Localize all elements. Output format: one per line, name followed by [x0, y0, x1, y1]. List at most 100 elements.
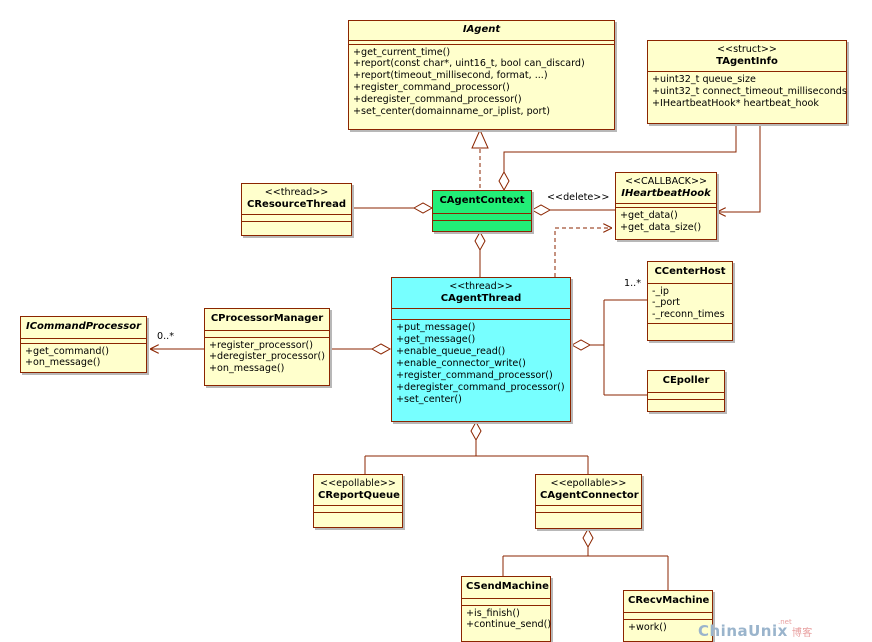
delete-label: <<delete>> — [547, 192, 610, 203]
class-header: CProcessorManager — [205, 309, 329, 331]
aggregation-line-tagentinfo-context — [503, 124, 737, 172]
class-csendmachine[interactable]: CSendMachine +is_finish() +continue_send… — [461, 576, 551, 642]
attributes-section — [624, 613, 712, 620]
class-iheartbeathook[interactable]: <<CALLBACK>> IHeartbeatHook +get_data() … — [615, 172, 717, 240]
operation: +put_message() — [396, 322, 476, 334]
attributes-section — [462, 599, 550, 606]
operations-section — [433, 221, 531, 227]
aggregation-diamond-connector — [582, 527, 594, 549]
class-cepoller[interactable]: CEpoller — [647, 370, 725, 412]
class-cprocessormanager[interactable]: CProcessorManager +register_processor() … — [204, 308, 330, 386]
stereotype: <<epollable>> — [320, 478, 396, 489]
attribute: +uint32_t connect_timeout_milliseconds — [652, 86, 847, 98]
class-header: <<epollable>> CReportQueue — [314, 475, 402, 507]
class-name: CAgentThread — [440, 292, 522, 304]
aggregation-diamond-resource — [412, 202, 434, 214]
operation: +set_center(domainname_or_iplist, port) — [353, 106, 551, 118]
class-tagentinfo[interactable]: <<struct>> TAgentInfo +uint32_t queue_si… — [647, 40, 847, 124]
aggregation-diamond-heartbeat — [530, 204, 552, 216]
attribute: -_ip — [652, 285, 670, 297]
operation: +report(const char*, uint16_t, bool can_… — [353, 58, 585, 70]
attributes-section: +uint32_t queue_size +uint32_t connect_t… — [648, 72, 847, 112]
operation: +register_processor() — [209, 339, 313, 351]
attributes-section: -_ip -_port -_reconn_times — [648, 284, 732, 325]
class-cagentthread[interactable]: <<thread>> CAgentThread +put_message() +… — [391, 277, 571, 422]
stereotype: <<CALLBACK>> — [624, 176, 708, 187]
class-name: CAgentContext — [439, 195, 525, 206]
attributes-section — [205, 331, 329, 338]
operation: +get_command() — [25, 345, 109, 357]
operation: +report(timeout_millisecond, format, ...… — [353, 70, 548, 82]
operation: +get_message() — [396, 334, 476, 346]
multiplicity-label-centerhost: 1..* — [624, 278, 641, 289]
attributes-section — [433, 214, 531, 221]
line-thread-children — [364, 440, 589, 474]
operation: +register_command_processor() — [353, 82, 510, 94]
operation: +get_data() — [620, 210, 678, 222]
operation: +work() — [628, 621, 667, 633]
attributes-section — [648, 393, 724, 400]
class-cagentcontext[interactable]: CAgentContext — [432, 190, 532, 232]
class-name: CCenterHost — [654, 266, 726, 277]
class-cresourcethread[interactable]: <<thread>> CResourceThread — [241, 183, 352, 236]
operation: +set_center() — [396, 394, 462, 406]
operations-section — [242, 222, 351, 228]
class-header: CAgentContext — [433, 191, 531, 214]
operation: +get_current_time() — [353, 46, 451, 58]
class-header: <<thread>> CAgentThread — [392, 278, 570, 310]
class-header: CRecvMachine — [624, 591, 712, 613]
class-name: CSendMachine — [466, 581, 549, 592]
aggregation-diamond-context-bottom — [474, 230, 486, 252]
operations-section: +get_command() +on_message() — [21, 344, 146, 372]
class-iagent[interactable]: IAgent +get_current_time() +report(const… — [348, 20, 615, 130]
operation: +enable_connector_write() — [396, 358, 526, 370]
class-name: IAgent — [462, 24, 501, 35]
class-header: IAgent — [349, 21, 614, 41]
operation: +on_message() — [25, 357, 101, 369]
operation: +get_data_size() — [620, 222, 702, 234]
operations-section — [536, 513, 641, 519]
operation: +enable_queue_read() — [396, 346, 506, 358]
watermark-suffix: 博客 — [791, 628, 813, 639]
operations-section: +get_data() +get_data_size() — [616, 208, 716, 236]
class-ccenterhost[interactable]: CCenterHost -_ip -_port -_reconn_times — [647, 261, 733, 341]
class-crecvmachine[interactable]: CRecvMachine +work() — [623, 590, 713, 642]
operation: +deregister_command_processor() — [353, 94, 522, 106]
operation: +on_message() — [209, 363, 285, 375]
stereotype: <<thread>> — [449, 281, 513, 292]
class-icommandprocessor[interactable]: ICommandProcessor +get_command() +on_mes… — [20, 316, 147, 373]
aggregation-diamond-context-top — [498, 170, 510, 192]
multiplicity-label-commandprocessor: 0..* — [157, 331, 174, 342]
operations-section — [648, 324, 732, 330]
class-name: IHeartbeatHook — [621, 187, 711, 199]
class-name: ICommandProcessor — [25, 321, 142, 332]
operations-section: +get_current_time() +report(const char*,… — [349, 45, 614, 121]
operations-section: +is_finish() +continue_send() — [462, 606, 552, 634]
class-header: <<CALLBACK>> IHeartbeatHook — [616, 173, 716, 205]
class-creportqueue[interactable]: <<epollable>> CReportQueue — [313, 474, 403, 528]
realization-triangle — [471, 128, 489, 149]
stereotype: <<thread>> — [264, 187, 329, 198]
operation: +continue_send() — [466, 619, 552, 631]
class-name: CResourceThread — [247, 198, 346, 210]
operation: +is_finish() — [466, 607, 520, 619]
class-name: CAgentConnector — [540, 489, 639, 501]
class-header: <<struct>> TAgentInfo — [648, 41, 846, 73]
operations-section: +register_processor() +deregister_proces… — [205, 338, 329, 378]
attributes-section — [314, 506, 402, 514]
class-cagentconnector[interactable]: <<epollable>> CAgentConnector — [535, 474, 642, 529]
dependency-thread-heartbeat — [554, 228, 612, 277]
class-name: TAgentInfo — [716, 55, 778, 67]
attribute: +IHeartbeatHook* heartbeat_hook — [652, 98, 819, 110]
aggregation-diamond-thread-right — [570, 339, 592, 351]
attributes-section — [349, 41, 614, 45]
class-header: <<thread>> CResourceThread — [242, 184, 351, 216]
stereotype: <<struct>> — [717, 44, 777, 55]
class-name: CEpoller — [662, 375, 710, 386]
operations-section — [648, 400, 724, 406]
aggregation-diamond-processor — [370, 343, 392, 355]
attribute: -_reconn_times — [652, 309, 725, 321]
line-connector-children — [502, 547, 669, 590]
operation: +deregister_command_processor() — [396, 382, 565, 394]
